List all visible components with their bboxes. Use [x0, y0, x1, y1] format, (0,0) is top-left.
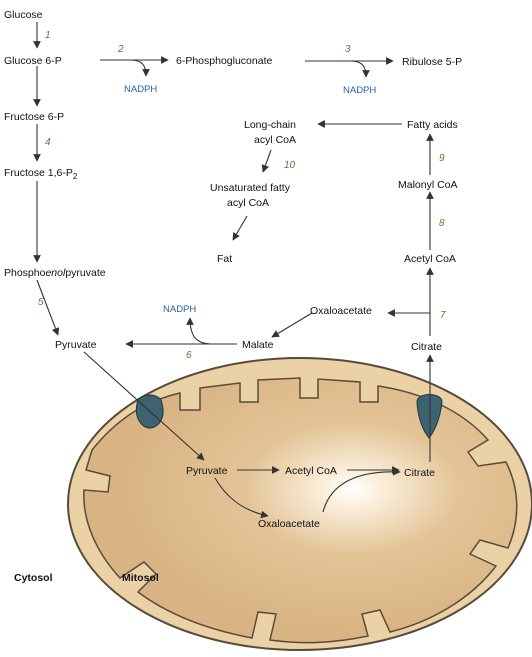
label-pyruvate-cytosol: Pyruvate	[55, 339, 97, 351]
step-number-1: 1	[45, 30, 51, 41]
label-cytosol: Cytosol	[14, 572, 53, 584]
step-number-4: 4	[45, 137, 51, 148]
label-glucose: Glucose	[4, 9, 43, 21]
label-fat: Fat	[217, 253, 232, 265]
cofactor-nadph-step6: NADPH	[163, 304, 196, 315]
step-number-9: 9	[439, 153, 445, 164]
label-oxaloacetate-mito: Oxaloacetate	[258, 518, 320, 530]
label-glucose-6p: Glucose 6-P	[4, 55, 62, 67]
label-acetyl-coa-cytosol: Acetyl CoA	[404, 253, 456, 265]
label-citrate-cytosol: Citrate	[411, 341, 442, 353]
step-number-8: 8	[439, 218, 445, 229]
label-malate: Malate	[242, 339, 274, 351]
label-long-chain-line1: Long-chain	[244, 119, 296, 131]
arrow-step-6-nadph	[190, 318, 212, 344]
step-number-5: 5	[38, 297, 44, 308]
arrow-step-10	[263, 150, 271, 172]
arrow-step-7	[388, 313, 430, 336]
label-unsaturated-line2: acyl CoA	[227, 197, 269, 209]
step-number-7: 7	[440, 310, 446, 321]
pep-prefix: Phospho	[4, 267, 46, 279]
label-malonyl-coa: Malonyl CoA	[398, 179, 458, 191]
pep-suffix: pyruvate	[65, 267, 105, 279]
label-pyruvate-mito: Pyruvate	[186, 465, 228, 477]
label-6-phosphogluconate: 6-Phosphogluconate	[176, 55, 272, 67]
label-acetyl-coa-mito: Acetyl CoA	[285, 465, 337, 477]
label-long-chain-line2: acyl CoA	[254, 134, 296, 146]
cofactor-nadph-step2: NADPH	[124, 84, 157, 95]
label-oxaloacetate-cytosol: Oxaloacetate	[310, 305, 372, 317]
arrow-oxaloacetate-malate	[272, 313, 312, 337]
arrow-step-2-nadph	[130, 60, 146, 76]
arrow-unsat-fat	[233, 216, 247, 240]
label-mitosol: Mitosol	[122, 572, 159, 584]
mitochondrion	[68, 358, 532, 650]
cofactor-nadph-step3: NADPH	[343, 85, 376, 96]
label-phosphoenolpyruvate: Phosphoenolpyruvate	[4, 267, 106, 279]
label-citrate-mito: Citrate	[404, 467, 435, 479]
step-number-3: 3	[345, 44, 351, 55]
label-ribulose-5p: Ribulose 5-P	[402, 56, 462, 68]
step-number-2: 2	[117, 44, 124, 55]
step-number-6: 6	[186, 350, 192, 361]
pep-italic: enol	[45, 267, 66, 279]
arrow-step-3-nadph	[350, 61, 366, 77]
fructose-16p2-main: Fructose 1,6-P	[4, 167, 73, 179]
label-unsaturated-line1: Unsaturated fatty	[210, 182, 291, 194]
label-fatty-acids: Fatty acids	[407, 119, 458, 131]
label-fructose-16p2: Fructose 1,6-P2	[4, 167, 78, 181]
step-number-10: 10	[284, 160, 296, 171]
label-fructose-6p: Fructose 6-P	[4, 111, 64, 123]
fructose-16p2-subscript: 2	[73, 172, 78, 181]
